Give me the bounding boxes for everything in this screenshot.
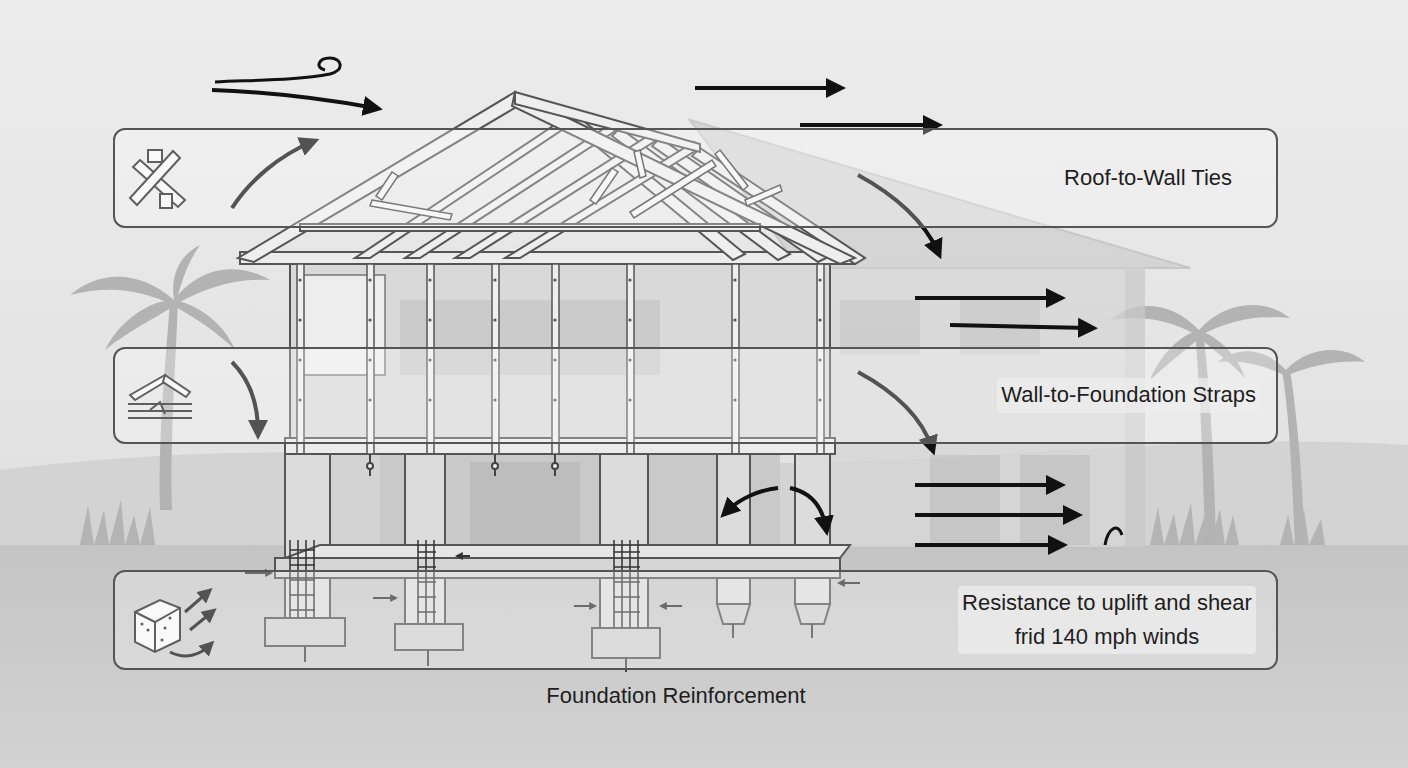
callout-band: Wall-to-Foundation Straps bbox=[113, 347, 1278, 444]
callout-text: Roof-to-Wall Ties bbox=[1060, 161, 1236, 195]
callout-text: Resistance to uplift and shear frid 140 … bbox=[958, 586, 1256, 654]
caption: Foundation Reinforcement bbox=[426, 683, 926, 709]
callout-band: Roof-to-Wall Ties bbox=[113, 128, 1278, 228]
callout-band: Resistance to uplift and shear frid 140 … bbox=[113, 570, 1278, 670]
callout-text: Wall-to-Foundation Straps bbox=[997, 378, 1260, 412]
